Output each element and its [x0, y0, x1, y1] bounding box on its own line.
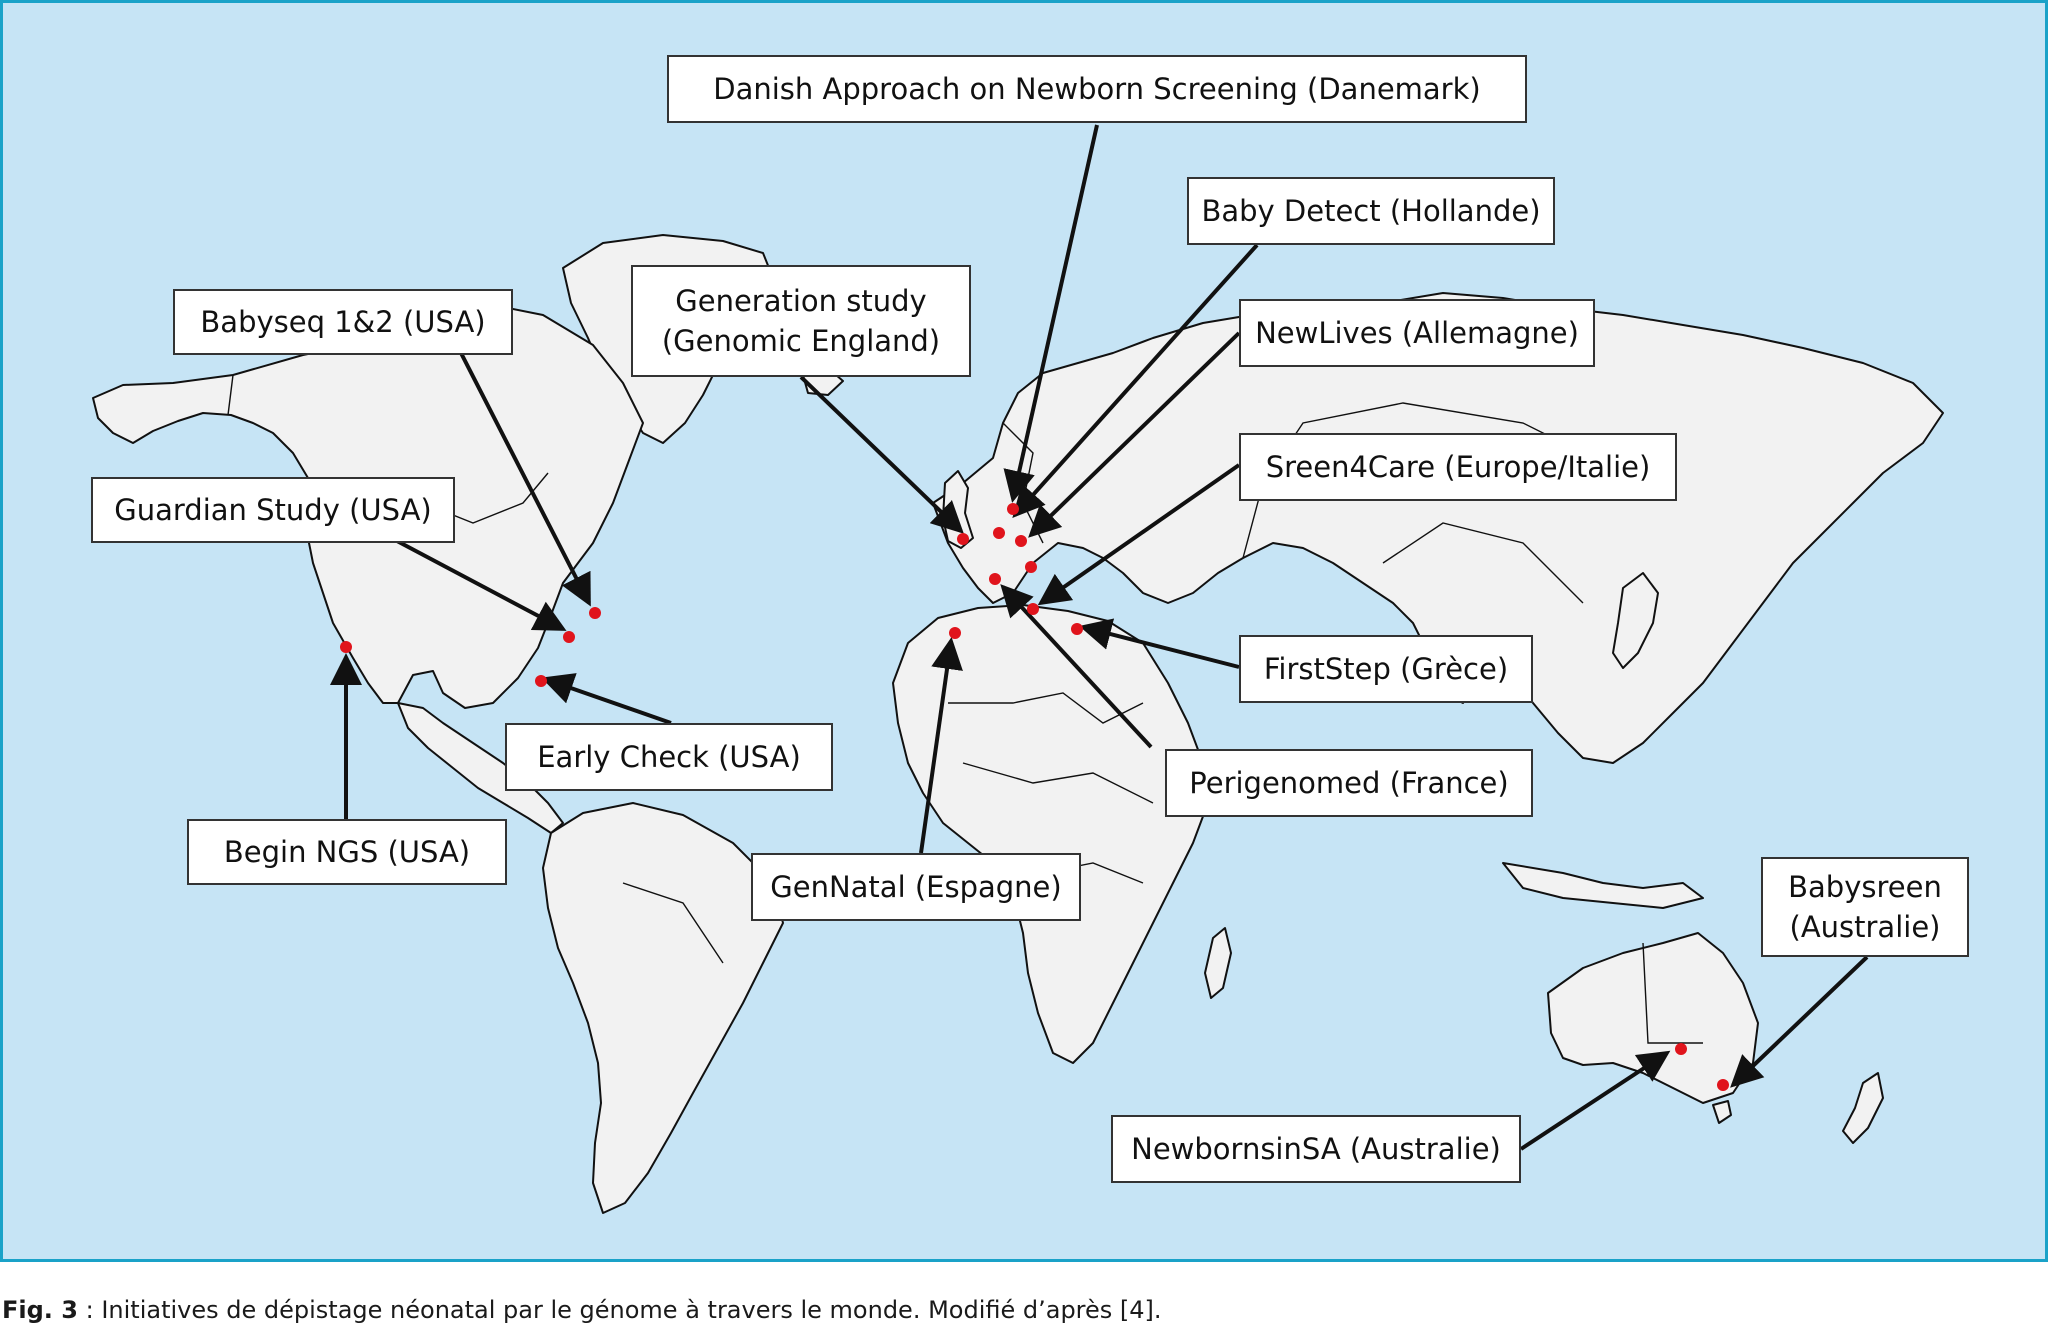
arrow-gennatal: [919, 637, 963, 854]
arrow-generation: [799, 375, 964, 534]
caption-text: : Initiatives de dépistage néonatal par …: [77, 1296, 1162, 1324]
marker-new-york: [563, 631, 575, 643]
marker-italy-south: [1027, 603, 1039, 615]
marker-north-carolina: [535, 675, 547, 687]
arrow-baby-detect: [1012, 243, 1259, 518]
australia-shape: [1547, 932, 1759, 1104]
caption-prefix: Fig. 3: [2, 1296, 78, 1324]
africa-shape: [892, 604, 1209, 1064]
arrow-danish: [1003, 124, 1099, 503]
marker-england: [957, 533, 969, 545]
label-babyscreen: Babysreen (Australie): [1761, 857, 1969, 957]
marker-france: [989, 573, 1001, 585]
arrow-newbornsinsa: [1519, 1050, 1671, 1151]
arrow-firststep: [1079, 618, 1240, 669]
label-begin-ngs: Begin NGS (USA): [187, 819, 507, 885]
marker-spain: [949, 627, 961, 639]
map-graphic: [92, 124, 1944, 1214]
indonesia-shape: [1502, 862, 1704, 909]
madagascar-shape: [1204, 927, 1232, 999]
label-perigenomed: Perigenomed (France): [1165, 749, 1533, 817]
label-generation: Generation study (Genomic England): [631, 265, 971, 377]
label-newlives: NewLives (Allemagne): [1239, 299, 1595, 367]
arrow-guardian: [396, 539, 567, 631]
label-danish: Danish Approach on Newborn Screening (Da…: [667, 55, 1527, 123]
figure-caption: Fig. 3 : Initiatives de dépistage néonat…: [2, 1296, 1162, 1324]
central-america-shape: [397, 702, 564, 834]
label-firststep: FirstStep (Grèce): [1239, 635, 1533, 703]
marker-netherlands: [993, 527, 1005, 539]
marker-adelaide: [1675, 1043, 1687, 1055]
land-masses: [92, 234, 1944, 1214]
label-gennatal: GenNatal (Espagne): [751, 853, 1081, 921]
arrow-perigenomed: [1000, 584, 1153, 749]
japan-shape: [1612, 572, 1659, 669]
new-zealand-shape: [1842, 1072, 1884, 1144]
marker-italy: [1025, 561, 1037, 573]
arrow-screen4care: [1037, 463, 1241, 606]
label-newbornsinsa: NewbornsinSA (Australie): [1111, 1115, 1521, 1183]
marker-greece: [1071, 623, 1083, 635]
country-borders: [227, 374, 1703, 1044]
marker-germany: [1015, 535, 1027, 547]
marker-boston: [589, 607, 601, 619]
arrow-newlives: [1028, 331, 1241, 538]
marker-melbourne: [1717, 1079, 1729, 1091]
label-babyseq: Babyseq 1&2 (USA): [173, 289, 513, 355]
label-guardian: Guardian Study (USA): [91, 477, 455, 543]
label-baby-detect: Baby Detect (Hollande): [1187, 177, 1555, 245]
arrow-babyscreen: [1730, 955, 1869, 1088]
tasmania-shape: [1712, 1100, 1732, 1124]
arrows: [330, 124, 1869, 1151]
marker-denmark: [1007, 503, 1019, 515]
label-screen4care: Sreen4Care (Europe/Italie): [1239, 433, 1677, 501]
world-map: Danish Approach on Newborn Screening (Da…: [0, 0, 2048, 1262]
location-markers: [340, 503, 1729, 1091]
arrow-early-check: [541, 673, 672, 725]
marker-california: [340, 641, 352, 653]
south-america-shape: [542, 802, 784, 1214]
arrow-babyseq: [459, 352, 591, 607]
label-early-check: Early Check (USA): [505, 723, 833, 791]
